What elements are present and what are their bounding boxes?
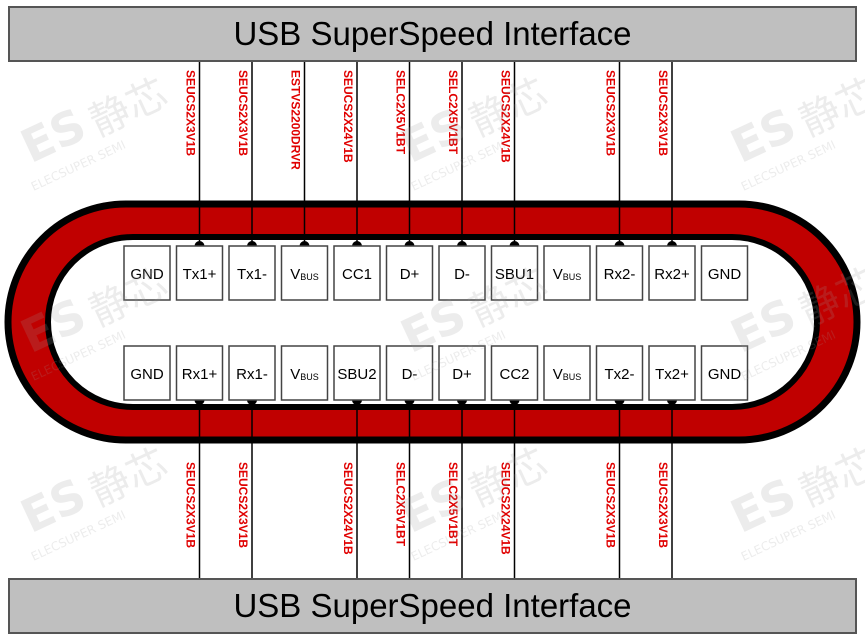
bottom-pin-dplus-box [438, 345, 486, 401]
bottom-pin-cc2-box [490, 345, 539, 401]
top-part-seucs2x24v1b: SEUCS2X24V1B [341, 70, 355, 163]
top-part-label-bg [286, 68, 303, 178]
top-part-seucs2x24v1b: SEUCS2X24V1B [498, 70, 512, 163]
bottom-part-label-bg [444, 460, 460, 572]
top-pin-cc1-box [333, 245, 381, 301]
top-interface-banner: USB SuperSpeed Interface [8, 6, 857, 62]
bottom-protection-parts: SEUCS2X3V1B SEUCS2X3V1B SEUCS2X24V1B SELC2X… [181, 460, 670, 572]
bottom-pin-label: Rx1+ [182, 366, 218, 383]
top-pin-vbus-box [280, 245, 329, 301]
top-part-label-bg [654, 68, 670, 178]
bottom-part-label-bg [496, 460, 513, 572]
top-pin-dplus-box [385, 245, 434, 301]
bottom-part-seucs2x3v1b: SEUCS2X3V1B [236, 462, 250, 548]
top-pin-vbus-box [543, 245, 591, 301]
top-pin-gnd-box [123, 245, 171, 301]
top-part-seucs2x3v1b: SEUCS2X3V1B [603, 70, 617, 156]
top-part-estvs2200drvr: ESTVS2200DRVR [288, 70, 302, 170]
bottom-pin-sbu2-box [333, 345, 381, 401]
svg-text:静芯: 静芯 [793, 440, 865, 515]
top-pin-label: Rx2+ [654, 266, 690, 283]
bottom-part-selc2x5v1bt: SELC2X5V1BT [446, 462, 460, 547]
bottom-pin-rx1plus-box [175, 345, 224, 401]
bottom-pin-label: D- [402, 366, 418, 383]
bottom-pin-tx2minus-box [595, 345, 644, 401]
top-part-label-bg [601, 68, 618, 178]
bottom-part-seucs2x3v1b: SEUCS2X3V1B [183, 462, 197, 548]
top-pin-gnd-box [700, 245, 749, 301]
top-pin-label: CC1 [342, 266, 372, 283]
bottom-part-selc2x5v1bt: SELC2X5V1BT [393, 462, 407, 547]
top-pin-label: D- [454, 266, 470, 283]
bottom-part-label-bg [181, 460, 198, 572]
top-pin-label: SBU1 [495, 266, 534, 283]
bottom-part-label-bg [654, 460, 670, 572]
top-part-label-bg [181, 68, 198, 178]
top-part-selc2x5v1bt: SELC2X5V1BT [446, 70, 460, 155]
top-pin-sbu1-box [490, 245, 539, 301]
bottom-pin-vbus-box [280, 345, 329, 401]
top-pin-tx1minus-box [228, 245, 276, 301]
bottom-part-label-bg [339, 460, 355, 572]
bottom-part-label-bg [234, 460, 250, 572]
top-part-label-bg [496, 68, 513, 178]
bottom-interface-title: USB SuperSpeed Interface [233, 587, 632, 624]
bottom-pin-tx2plus-box [648, 345, 696, 401]
svg-text:静芯: 静芯 [83, 70, 175, 145]
top-pin-rx2plus-box [648, 245, 696, 301]
top-pin-label: D+ [400, 266, 420, 283]
bottom-part-label-bg [601, 460, 618, 572]
top-part-selc2x5v1bt: SELC2X5V1BT [393, 70, 407, 155]
bottom-part-seucs2x24v1b: SEUCS2X24V1B [341, 462, 355, 555]
bottom-pin-label: GND [708, 366, 742, 383]
top-pin-tx1plus-box [175, 245, 224, 301]
bottom-part-seucs2x24v1b: SEUCS2X24V1B [498, 462, 512, 555]
bottom-pin-gnd-box [123, 345, 171, 401]
top-interface-title: USB SuperSpeed Interface [233, 15, 632, 52]
bottom-part-seucs2x3v1b: SEUCS2X3V1B [656, 462, 670, 548]
bottom-interface-banner: USB SuperSpeed Interface [8, 578, 857, 634]
svg-text:静芯: 静芯 [793, 70, 865, 145]
top-pin-rx2minus-box [595, 245, 644, 301]
top-part-seucs2x3v1b: SEUCS2X3V1B [183, 70, 197, 156]
top-part-label-bg [444, 68, 460, 178]
top-pin-label: GND [130, 266, 164, 283]
bottom-part-seucs2x3v1b: SEUCS2X3V1B [603, 462, 617, 548]
bottom-pin-label: Rx1- [236, 366, 268, 383]
top-pin-label: Tx1+ [183, 266, 217, 283]
top-protection-parts: SEUCS2X3V1B SEUCS2X3V1B ESTVS2200DRVR SEUCS… [181, 68, 670, 178]
top-part-seucs2x3v1b: SEUCS2X3V1B [656, 70, 670, 156]
top-part-label-bg [339, 68, 355, 178]
top-pin-label: Tx1- [237, 266, 267, 283]
top-part-seucs2x3v1b: SEUCS2X3V1B [236, 70, 250, 156]
bottom-pin-rx1minus-box [228, 345, 276, 401]
top-part-label-bg [391, 68, 408, 178]
top-pin-label: GND [708, 266, 742, 283]
bottom-pin-dminus-box [385, 345, 434, 401]
bottom-part-label-bg [391, 460, 408, 572]
top-pin-dminus-box [438, 245, 486, 301]
top-part-label-bg [234, 68, 250, 178]
bottom-pin-vbus-box [543, 345, 591, 401]
bottom-pin-label: Tx2+ [655, 366, 689, 383]
top-pin-label: Rx2- [604, 266, 636, 283]
bottom-pin-label: Tx2- [605, 366, 635, 383]
bottom-pin-label: CC2 [499, 366, 529, 383]
bottom-pin-label: SBU2 [337, 366, 376, 383]
bottom-pin-gnd-box [700, 345, 749, 401]
bottom-pin-label: D+ [452, 366, 472, 383]
bottom-pin-label: GND [130, 366, 164, 383]
svg-text:静芯: 静芯 [83, 440, 175, 515]
